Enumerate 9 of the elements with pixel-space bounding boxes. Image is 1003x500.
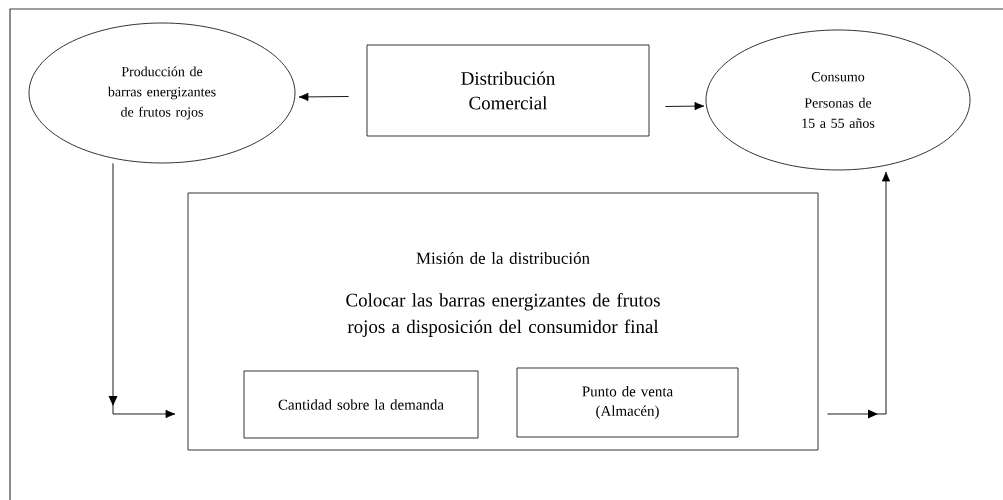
process-box: Punto de venta (Almacén) xyxy=(516,367,739,438)
arrow xyxy=(826,171,891,419)
arrow xyxy=(108,162,176,419)
box-heading: Misión de la distribución xyxy=(416,252,590,264)
arrow xyxy=(298,92,350,101)
arrow xyxy=(664,102,705,111)
process-box: Distribución Comercial xyxy=(366,44,650,137)
box-text: Colocar las barras energizantes de frutos rojos a disposición del consumidor final xyxy=(346,293,660,337)
process-box: Cantidad sobre la demanda xyxy=(243,370,479,439)
